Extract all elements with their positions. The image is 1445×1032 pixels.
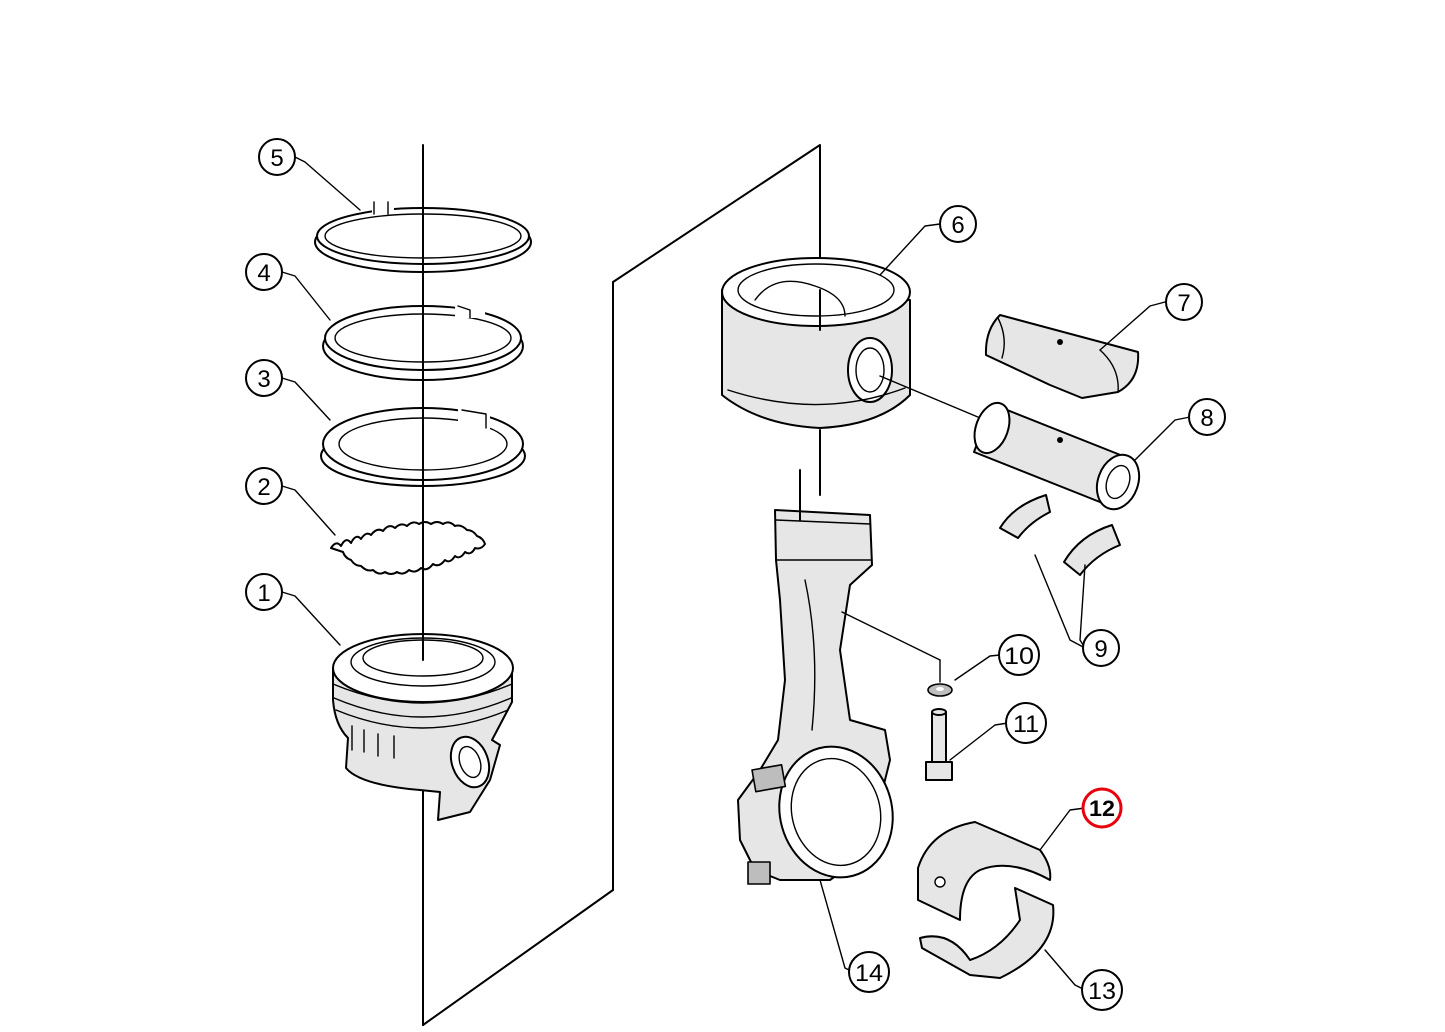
svg-text:11: 11 <box>1013 711 1039 738</box>
callout-7[interactable]: 7 <box>1165 283 1203 321</box>
svg-text:4: 4 <box>257 260 270 287</box>
svg-text:8: 8 <box>1200 405 1213 432</box>
callout-9[interactable]: 9 <box>1082 629 1120 667</box>
callout-10[interactable]: 10 <box>998 634 1040 676</box>
oil-control-ring[interactable] <box>320 404 526 489</box>
lower-bearing-shell[interactable] <box>919 887 1055 979</box>
piston-assembly[interactable] <box>332 609 514 1026</box>
connecting-rod-bolt[interactable] <box>925 708 953 781</box>
washer[interactable] <box>927 659 953 697</box>
svg-text:13: 13 <box>1088 978 1116 1005</box>
svg-text:7: 7 <box>1177 290 1190 317</box>
svg-text:12: 12 <box>1089 796 1115 821</box>
svg-text:3: 3 <box>257 366 270 393</box>
callout-14[interactable]: 14 <box>848 951 890 993</box>
second-compression-ring[interactable] <box>322 299 524 383</box>
callout-6[interactable]: 6 <box>939 205 977 243</box>
callout-4[interactable]: 4 <box>245 253 283 291</box>
callout-12[interactable]: 12 <box>1081 787 1123 829</box>
piston[interactable] <box>721 257 986 496</box>
callout-8[interactable]: 8 <box>1188 398 1226 436</box>
svg-text:14: 14 <box>855 960 883 987</box>
oil-ring-expander[interactable] <box>330 521 486 591</box>
pin-bushing-half[interactable] <box>984 314 1140 399</box>
callout-5[interactable]: 5 <box>258 138 296 176</box>
svg-text:1: 1 <box>257 580 270 607</box>
svg-text:2: 2 <box>257 474 270 501</box>
callout-3[interactable]: 3 <box>245 359 283 397</box>
top-compression-ring[interactable] <box>314 197 532 281</box>
upper-bearing-shell[interactable] <box>917 821 1052 921</box>
svg-text:5: 5 <box>270 145 283 172</box>
callout-13[interactable]: 13 <box>1081 969 1123 1011</box>
callout-2[interactable]: 2 <box>245 467 283 505</box>
callout-1[interactable]: 1 <box>245 573 283 611</box>
svg-text:6: 6 <box>951 212 964 239</box>
svg-text:10: 10 <box>1004 643 1034 670</box>
svg-text:9: 9 <box>1094 636 1107 663</box>
connecting-rod[interactable] <box>737 469 941 890</box>
callouts: 5 4 3 2 1 6 7 8 <box>245 138 1226 1011</box>
thrust-washers[interactable] <box>999 494 1121 576</box>
callout-11[interactable]: 11 <box>1005 702 1047 744</box>
piston-pin[interactable] <box>968 398 1146 515</box>
